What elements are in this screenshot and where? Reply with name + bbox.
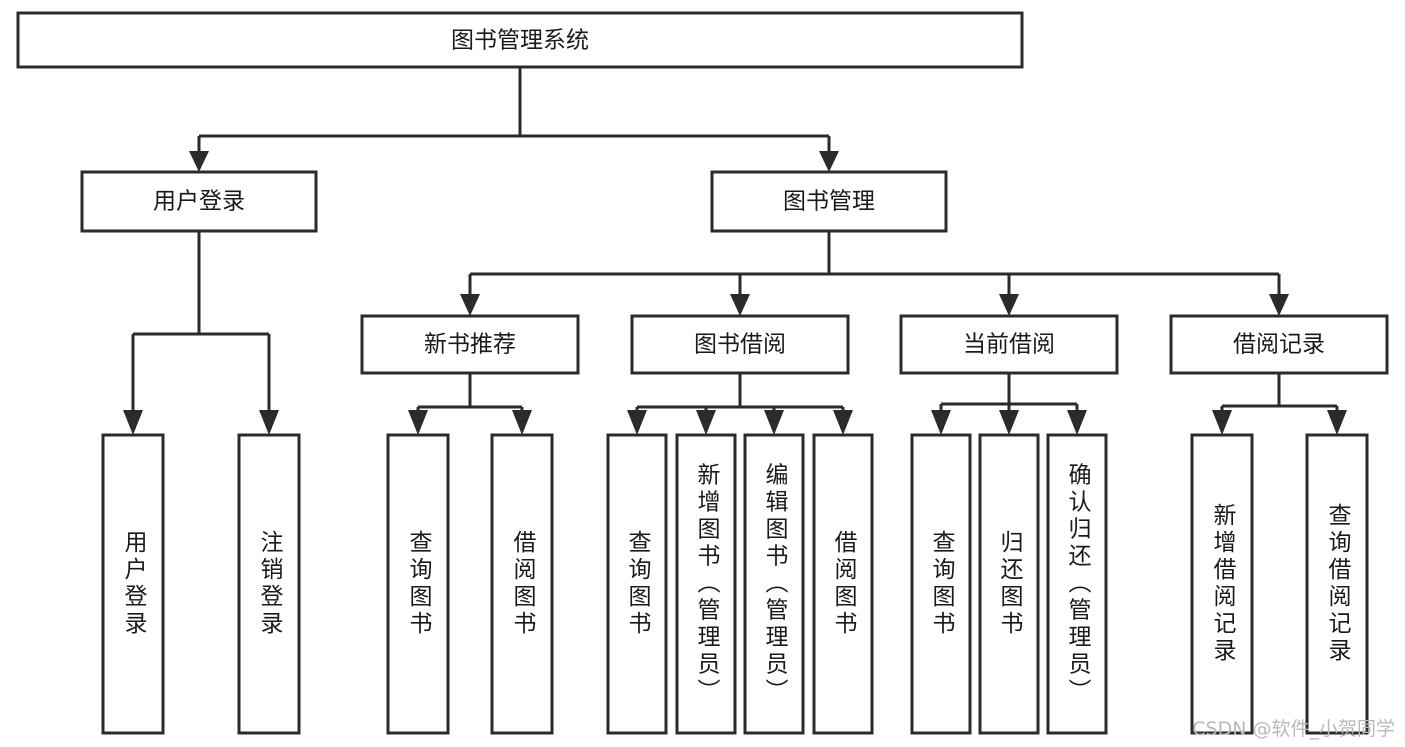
node-borrow-record-label: 借阅记录 [1233,332,1325,358]
leaf-box[interactable] [812,433,874,735]
arrow-head-icon [259,410,279,435]
arrow-head-icon [1067,410,1087,435]
arrow-head-icon [819,151,839,172]
node-root-label: 图书管理系统 [451,28,589,54]
node-new-book-recommend[interactable]: 新书推荐 [360,314,580,375]
arrow-head-icon [696,410,716,435]
leaf-label: 编辑图书（管理员） [761,463,789,706]
connector-currentborrow-to-leaves [931,373,1087,435]
leaf-label: 新增图书（管理员） [693,463,721,706]
arrow-head-icon [999,410,1019,435]
node-book-borrow-box[interactable] [630,314,850,375]
leaf-label: 借阅图书 [830,530,858,638]
connector-borrowrecord-to-leaves [1212,373,1347,435]
connector-newbook-to-leaves [408,373,532,435]
arrow-head-icon [189,151,209,172]
node-borrow-record[interactable]: 借阅记录 [1169,314,1389,375]
arrow-head-icon [833,410,853,435]
leaf-label: 查询借阅记录 [1324,503,1352,665]
leaf-node-bookborrow-edit[interactable]: 编辑图书（管理员） [743,433,805,735]
node-user-login[interactable]: 用户登录 [80,170,318,233]
node-root-box[interactable] [16,11,1024,69]
leaf-node-currentborrow-confirm[interactable]: 确认归还（管理员） [1046,433,1108,735]
leaf-node-bookborrow-query[interactable]: 查询图书 [606,433,668,735]
connector-root-to-level2 [189,67,839,172]
arrow-head-icon [931,410,951,435]
arrow-head-icon [123,410,143,435]
leaf-box[interactable] [1190,433,1254,735]
node-book-management[interactable]: 图书管理 [710,170,948,233]
arrow-head-icon [730,294,750,316]
node-new-book-recommend-label: 新书推荐 [424,332,516,358]
arrow-head-icon [764,410,784,435]
node-current-borrow-box[interactable] [899,314,1119,375]
arrow-head-icon [999,294,1019,316]
leaf-box[interactable] [1305,433,1369,735]
leaf-label: 查询图书 [928,530,956,638]
leaf-label: 借阅图书 [509,530,537,638]
leaf-node-borrowrecord-add[interactable]: 新增借阅记录 [1190,433,1254,735]
leaf-label: 查询图书 [624,530,652,638]
node-book-management-box[interactable] [710,170,948,233]
arrow-head-icon [460,294,480,316]
arrow-head-icon [1269,294,1289,316]
leaf-label: 注销登录 [256,530,284,638]
leaf-node-user-login-logout[interactable]: 注销登录 [237,433,301,735]
leaf-box[interactable] [910,433,972,735]
node-borrow-record-box[interactable] [1169,314,1389,375]
node-user-login-box[interactable] [80,170,318,233]
arrow-head-icon [512,410,532,435]
node-current-borrow-label: 当前借阅 [963,332,1055,358]
leaf-label: 确认归还（管理员） [1064,463,1092,706]
node-book-borrow[interactable]: 图书借阅 [630,314,850,375]
leaf-node-newbook-query[interactable]: 查询图书 [386,433,450,735]
leaf-label: 新增借阅记录 [1209,503,1237,665]
leaf-box[interactable] [1046,433,1108,735]
arrow-head-icon [408,410,428,435]
arrow-head-icon [627,410,647,435]
leaf-label: 查询图书 [405,530,433,638]
node-book-management-label: 图书管理 [783,189,875,215]
node-root[interactable]: 图书管理系统 [16,11,1024,69]
leaf-box[interactable] [101,433,165,735]
node-book-borrow-label: 图书借阅 [694,332,786,358]
leaf-box[interactable] [978,433,1040,735]
node-user-login-label: 用户登录 [153,189,245,215]
arrow-head-icon [1327,410,1347,435]
leaf-box[interactable] [606,433,668,735]
leaf-box[interactable] [237,433,301,735]
leaf-node-user-login-login[interactable]: 用户登录 [101,433,165,735]
leaf-node-currentborrow-query[interactable]: 查询图书 [910,433,972,735]
leaf-node-borrowrecord-query[interactable]: 查询借阅记录 [1305,433,1369,735]
leaf-box[interactable] [743,433,805,735]
leaf-box[interactable] [386,433,450,735]
node-current-borrow[interactable]: 当前借阅 [899,314,1119,375]
leaf-box[interactable] [490,433,554,735]
connector-bookborrow-to-leaves [627,373,853,435]
arrow-head-icon [1212,410,1232,435]
connector-bookmgmt-to-level3 [460,231,1289,316]
node-new-book-recommend-box[interactable] [360,314,580,375]
leaf-node-newbook-borrow[interactable]: 借阅图书 [490,433,554,735]
leaf-node-bookborrow-borrow[interactable]: 借阅图书 [812,433,874,735]
leaf-label: 用户登录 [120,530,148,638]
leaf-node-bookborrow-add[interactable]: 新增图书（管理员） [675,433,737,735]
leaf-node-currentborrow-return[interactable]: 归还图书 [978,433,1040,735]
connector-userlogin-to-leaves [123,231,279,435]
leaf-box[interactable] [675,433,737,735]
leaf-label: 归还图书 [996,530,1024,638]
